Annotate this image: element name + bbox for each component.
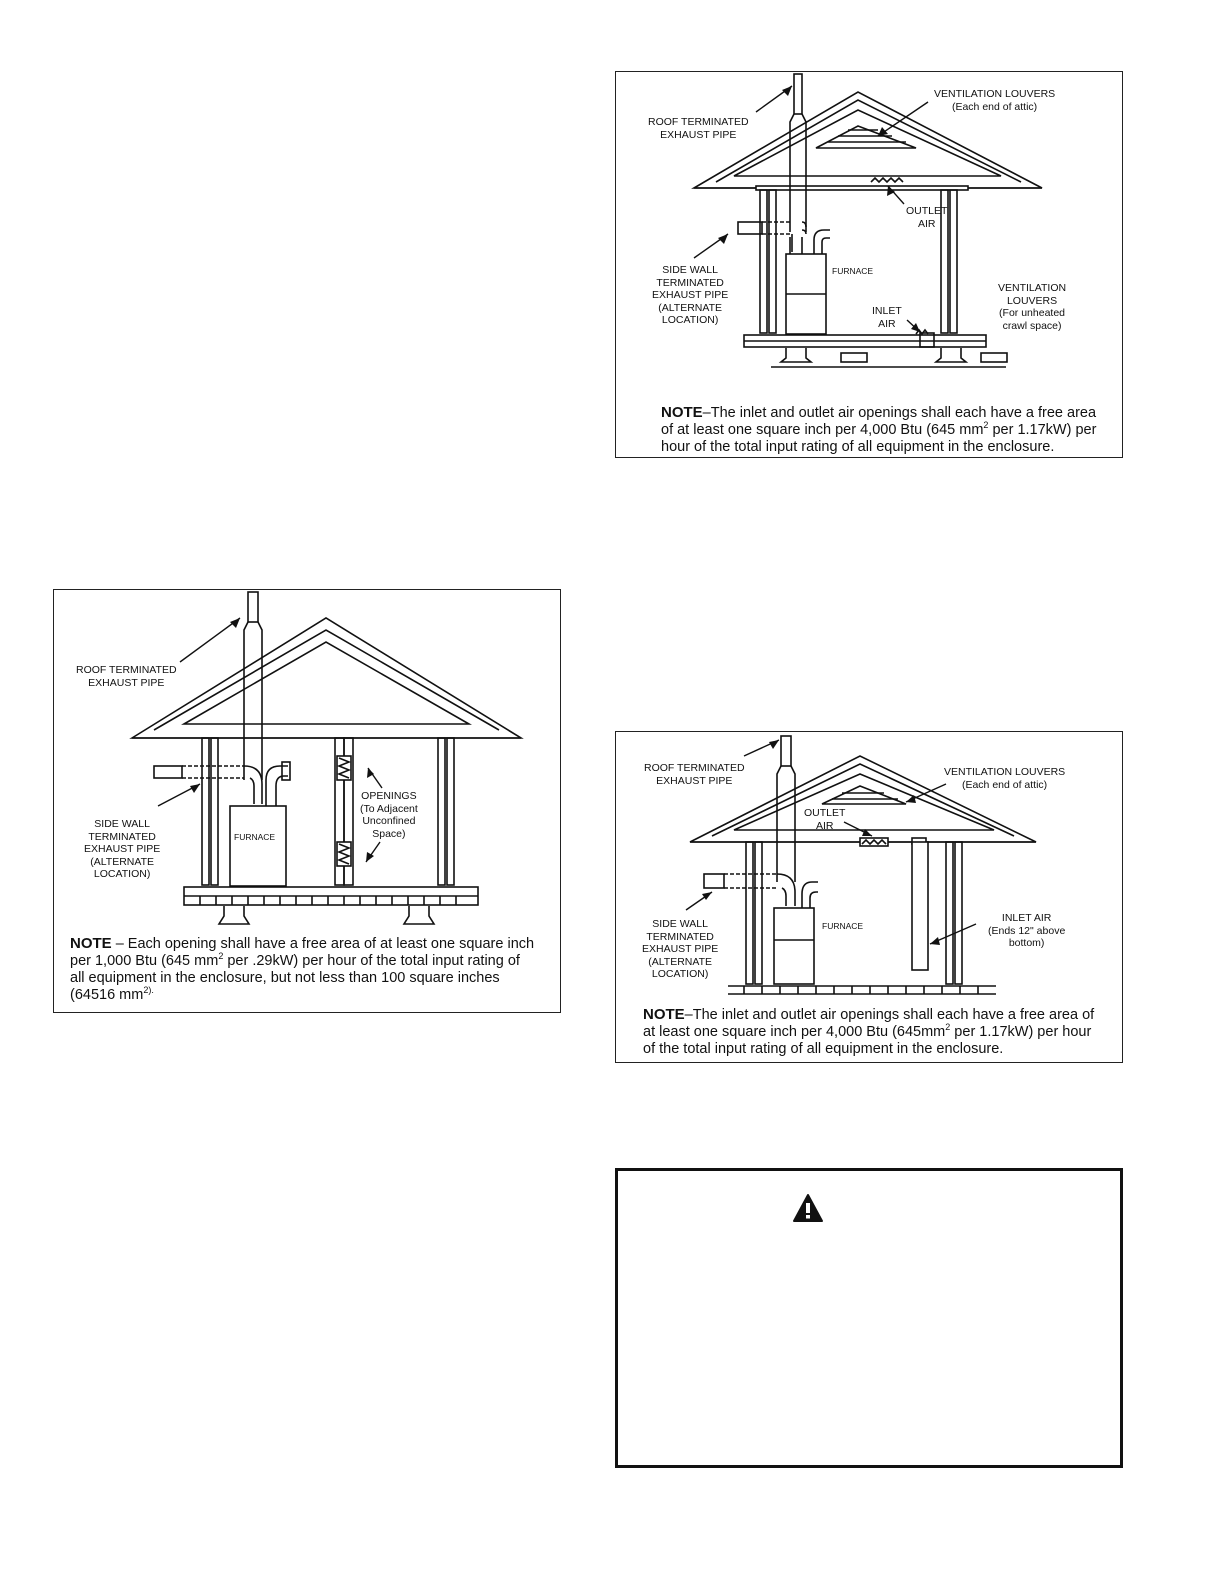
house-diagram	[691, 73, 1043, 368]
house-diagram	[685, 735, 1037, 995]
warning-triangle-icon	[793, 1194, 823, 1222]
figure-note: NOTE–The inlet and outlet air openings s…	[643, 1006, 1095, 1057]
warning-box	[615, 1168, 1123, 1468]
label-ventilation-louvers: VENTILATION LOUVERS(Each end of attic)	[934, 88, 1056, 113]
label-furnace: FURNACE	[822, 921, 864, 931]
label-furnace: FURNACE	[234, 832, 276, 842]
label-inlet-air: INLET AIR(Ends 12" above bottom)	[988, 912, 1066, 949]
label-furnace: FURNACE	[832, 266, 874, 276]
figure-note: NOTE–The inlet and outlet air openings s…	[661, 404, 1097, 455]
label-ventilation-louvers: VENTILATION LOUVERS(Each end of attic)	[944, 766, 1066, 791]
figure-note: NOTE – Each opening shall have a free ar…	[70, 935, 535, 1003]
house-diagram	[129, 591, 524, 925]
